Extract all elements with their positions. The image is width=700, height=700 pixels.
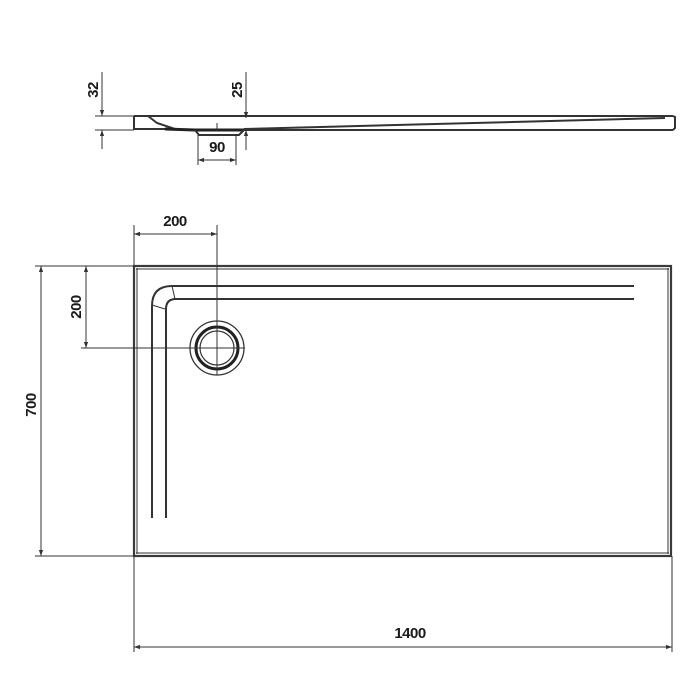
tray-outline	[132, 264, 673, 558]
dimension-drain-width: 90	[197, 135, 237, 165]
dimension-label-200-y: 200	[68, 295, 85, 319]
dimension-edge-height: 25	[229, 72, 249, 150]
drainage-groove	[151, 285, 634, 518]
dimension-label-25: 25	[229, 82, 246, 98]
dimension-drain-offset-y: 200	[68, 266, 245, 349]
dimension-label-32: 32	[85, 82, 102, 98]
dimension-total-height: 32	[85, 72, 134, 149]
dimension-label-200-x: 200	[163, 213, 187, 230]
dimension-label-1400: 1400	[394, 625, 426, 642]
dimension-length: 1400	[133, 556, 673, 652]
dimension-width: 700	[23, 265, 134, 557]
dimension-label-700: 700	[23, 393, 40, 417]
side-profile-view: 32 25 90	[85, 72, 676, 165]
tray-profile	[133, 115, 676, 136]
dimension-drain-offset-x: 200	[133, 213, 218, 375]
dimension-label-90: 90	[209, 139, 225, 156]
top-view: 200 200 700 1400	[23, 213, 673, 652]
